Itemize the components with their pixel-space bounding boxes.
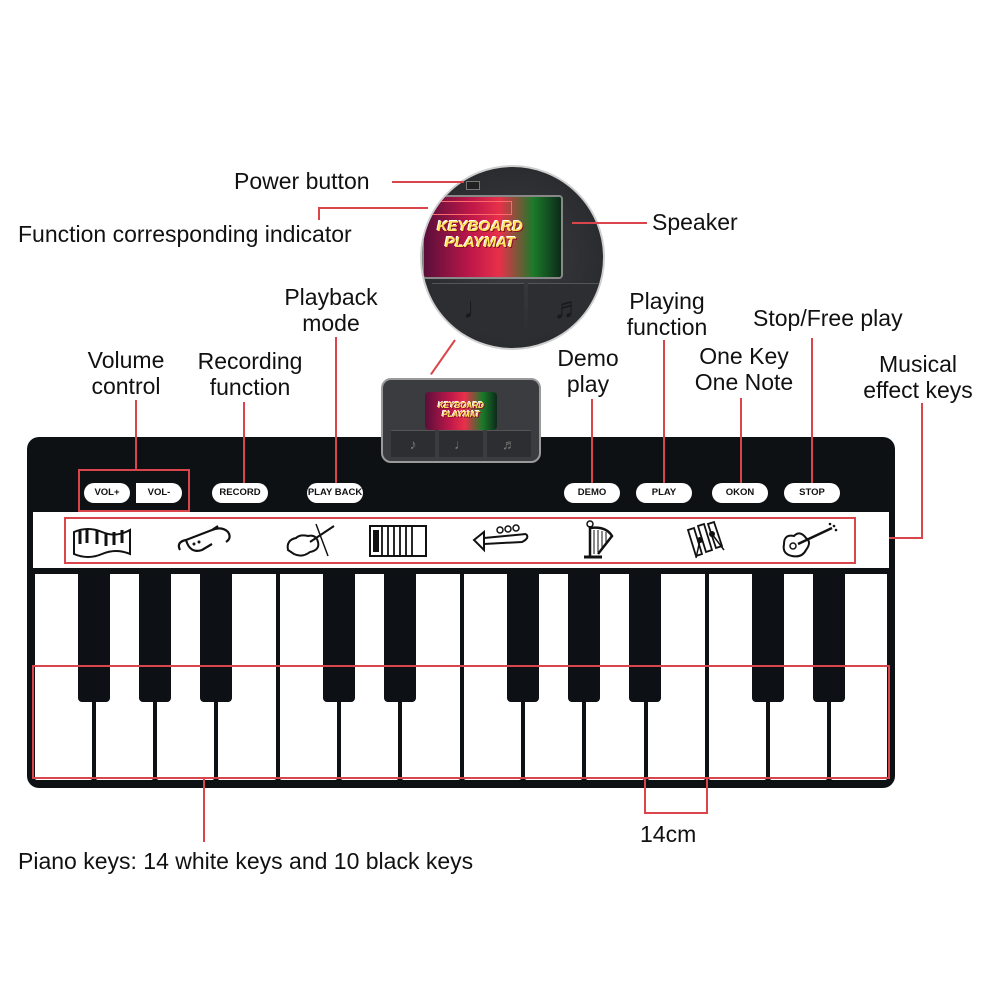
indicator-leader-v xyxy=(318,208,320,220)
guitar-icon[interactable] xyxy=(778,520,842,560)
accordion-icon[interactable] xyxy=(366,520,430,560)
saxophone-icon[interactable] xyxy=(172,520,236,560)
function-indicator-label: Function corresponding indicator xyxy=(18,221,352,247)
width-bracket-left xyxy=(644,779,646,813)
stop-leader xyxy=(811,338,813,483)
playback-mode-line2: mode xyxy=(302,310,360,336)
black-key[interactable] xyxy=(629,574,661,702)
indicator-leader-h xyxy=(318,207,428,209)
demo-button[interactable]: DEMO xyxy=(564,483,620,503)
control-unit: KEYBOARD PLAYMAT ♪ ♩ ♬ xyxy=(381,378,541,463)
playback-mode-line1: Playback xyxy=(284,284,378,310)
piano-keys-highlight-box xyxy=(32,665,890,779)
demo-play-line1: Demo xyxy=(557,345,619,371)
width-bracket-bottom xyxy=(644,812,708,814)
musical-effect-keys-label: Musical effect keys xyxy=(852,351,984,403)
recording-function-line1: Recording xyxy=(197,348,303,374)
black-key[interactable] xyxy=(813,574,845,702)
harp-icon[interactable] xyxy=(572,520,636,560)
trumpet-icon[interactable] xyxy=(470,520,534,560)
black-key[interactable] xyxy=(78,574,110,702)
playing-function-line2: function xyxy=(626,314,708,340)
effect-leader-h xyxy=(855,537,923,539)
stop-button[interactable]: STOP xyxy=(784,483,840,503)
width-bracket-right xyxy=(706,779,708,813)
piano-icon[interactable] xyxy=(70,520,134,560)
playing-function-line1: Playing xyxy=(629,288,705,314)
magnifier-leader xyxy=(430,339,456,375)
black-key[interactable] xyxy=(507,574,539,702)
okon-line1: One Key xyxy=(699,343,789,369)
black-key[interactable] xyxy=(752,574,784,702)
demo-play-label: Demo play xyxy=(548,345,628,397)
playback-mode-label: Playback mode xyxy=(276,284,386,336)
display-screen: KEYBOARD PLAYMAT xyxy=(422,195,563,279)
record-leader xyxy=(243,402,245,483)
black-key[interactable] xyxy=(139,574,171,702)
volume-control-line1: Volume xyxy=(87,347,165,373)
musical-effect-line2: effect keys xyxy=(863,377,973,403)
unit-button-1[interactable]: ♪ xyxy=(391,430,435,457)
power-leader xyxy=(392,181,464,183)
okon-leader xyxy=(740,398,742,483)
vol-minus-button[interactable]: VOL- xyxy=(136,483,182,503)
note-button-2[interactable]: ♬ xyxy=(528,283,603,334)
note-button-1[interactable]: ♩ xyxy=(432,283,524,334)
power-switch[interactable] xyxy=(466,181,480,190)
black-key[interactable] xyxy=(323,574,355,702)
small-screen-title-2: PLAYMAT xyxy=(442,410,480,419)
vol-plus-button[interactable]: VOL+ xyxy=(84,483,130,503)
function-indicator-lights xyxy=(430,201,512,215)
violin-icon[interactable] xyxy=(280,520,344,560)
okon-label: One Key One Note xyxy=(684,343,804,395)
black-key[interactable] xyxy=(384,574,416,702)
power-button-label: Power button xyxy=(234,168,370,194)
device-closeup: KEYBOARD PLAYMAT ♩ ♬ xyxy=(420,165,605,350)
instrument-strip xyxy=(33,512,889,568)
okon-line2: One Note xyxy=(694,369,794,395)
black-key[interactable] xyxy=(200,574,232,702)
black-key[interactable] xyxy=(568,574,600,702)
playback-leader xyxy=(335,337,337,483)
okon-button[interactable]: OKON xyxy=(712,483,768,503)
playing-function-label: Playing function xyxy=(615,288,719,340)
stop-free-play-label: Stop/Free play xyxy=(753,305,903,331)
effect-leader-v xyxy=(921,403,923,539)
key-width-label: 14cm xyxy=(640,821,697,847)
record-button[interactable]: RECORD xyxy=(212,483,268,503)
demo-play-line2: play xyxy=(566,371,610,397)
demo-leader xyxy=(591,399,593,483)
piano-keys-label: Piano keys: 14 white keys and 10 black k… xyxy=(18,848,474,874)
control-unit-screen: KEYBOARD PLAYMAT xyxy=(425,392,497,430)
play-button[interactable]: PLAY xyxy=(636,483,692,503)
screen-title-line2: PLAYMAT xyxy=(444,234,516,251)
piano-keyboard xyxy=(33,574,889,780)
piano-keys-leader xyxy=(203,779,205,842)
speaker-label: Speaker xyxy=(652,209,738,235)
play-leader xyxy=(663,340,665,483)
recording-function-label: Recording function xyxy=(186,348,314,400)
volume-leader xyxy=(135,400,137,470)
speaker-leader xyxy=(572,222,647,224)
volume-control-label: Volume control xyxy=(76,347,176,399)
musical-effect-line1: Musical xyxy=(879,351,957,377)
instrument-highlight-box xyxy=(64,517,856,564)
volume-highlight-box xyxy=(78,469,190,512)
unit-button-3[interactable]: ♬ xyxy=(487,430,531,457)
unit-button-2[interactable]: ♩ xyxy=(439,430,483,457)
small-screen-title-1: KEYBOARD xyxy=(438,401,484,410)
play-back-button[interactable]: PLAY BACK xyxy=(307,483,363,503)
volume-control-line2: control xyxy=(91,373,161,399)
xylophone-icon[interactable] xyxy=(680,520,744,560)
screen-title-line1: KEYBOARD xyxy=(437,218,523,235)
recording-function-line2: function xyxy=(209,374,291,400)
